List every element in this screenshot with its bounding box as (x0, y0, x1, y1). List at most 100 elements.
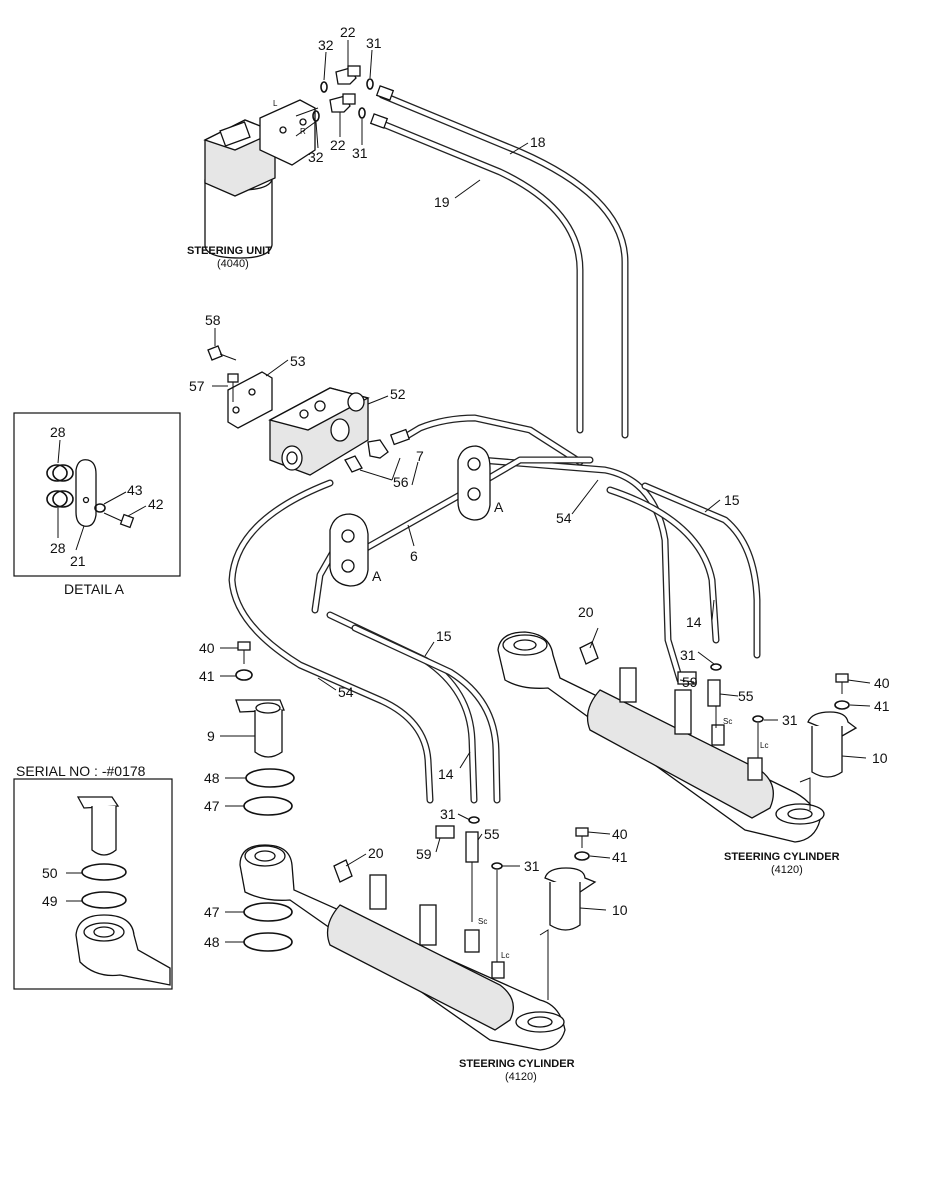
label-18: 18 (530, 134, 546, 150)
o-ring-31-lower-b (491, 862, 503, 870)
label-28-bottom: 28 (50, 540, 66, 556)
label-40-right: 40 (874, 675, 890, 691)
serial-no-box (13, 778, 173, 990)
port-l-label: L (273, 99, 278, 108)
cylinder-upper-title: STEERING CYLINDER (724, 851, 840, 863)
hose-14-upper (606, 486, 720, 644)
fitting-59-lower (435, 825, 455, 839)
label-31-lower-a: 31 (440, 806, 456, 822)
port-lc-lower: Lc (501, 951, 509, 960)
bracket-53 (227, 371, 273, 429)
o-ring-31-upper-a (710, 663, 722, 671)
label-59-upper: 59 (682, 674, 698, 690)
label-31-lower-b: 31 (524, 858, 540, 874)
port-r-label: R (300, 127, 306, 136)
label-10-upper: 10 (872, 750, 888, 766)
label-50: 50 (42, 865, 58, 881)
steering-unit-title: STEERING UNIT (187, 245, 272, 257)
label-48-upper: 48 (204, 770, 220, 786)
bolt-57 (227, 373, 239, 402)
o-ring-32-bottom (312, 110, 320, 122)
hose-7 (401, 414, 584, 466)
label-55-upper: 55 (738, 688, 754, 704)
label-31-top: 31 (366, 35, 382, 51)
port-sc-lower: Sc (478, 917, 487, 926)
o-ring-28-bottom (46, 490, 68, 508)
elbow-fitting-56 (344, 428, 411, 473)
elbow-fitting-22-top (335, 65, 361, 85)
label-59-lower: 59 (416, 846, 432, 862)
cylinder-lower-title: STEERING CYLINDER (459, 1058, 575, 1070)
label-31-upper-a: 31 (680, 647, 696, 663)
label-21: 21 (70, 553, 86, 569)
steering-unit (203, 99, 319, 259)
label-52: 52 (390, 386, 406, 402)
label-54-upper: 54 (556, 510, 572, 526)
serial-no-caption: SERIAL NO : -#0178 (16, 763, 146, 779)
hose-54-lower (228, 479, 434, 804)
label-32-bottom: 32 (308, 149, 324, 165)
label-22-bottom: 22 (330, 137, 346, 153)
label-6: 6 (410, 548, 418, 564)
fitting-20-upper (579, 641, 599, 665)
label-54-lower: 54 (338, 684, 354, 700)
o-ring-31-top (366, 78, 374, 90)
detail-a-box (13, 412, 181, 577)
steering-unit-code: (4040) (217, 258, 249, 270)
label-a-lower: A (372, 568, 382, 584)
label-14-upper: 14 (686, 614, 702, 630)
o-ring-31-lower-a (468, 816, 480, 824)
label-19: 19 (434, 194, 450, 210)
label-7: 7 (416, 448, 424, 464)
steering-cylinder-upper (497, 631, 825, 843)
label-56: 56 (393, 474, 409, 490)
washer-41-right (834, 700, 850, 710)
label-40-left: 40 (199, 640, 215, 656)
hose-54-upper (476, 456, 684, 684)
pin-10-lower (539, 867, 597, 1000)
hose-15-lower (351, 624, 501, 804)
o-ring-28-bottom-inner (52, 490, 74, 508)
label-20-lower: 20 (368, 845, 384, 861)
pin-9 (235, 699, 285, 758)
label-31-bottom: 31 (352, 145, 368, 161)
label-42: 42 (148, 496, 164, 512)
steering-cylinder-lower (239, 844, 566, 1051)
label-15-upper: 15 (724, 492, 740, 508)
pin-serial (76, 796, 120, 856)
cylinder-end-serial (75, 914, 171, 986)
label-41-right: 41 (874, 698, 890, 714)
bolt-58 (207, 345, 237, 361)
label-28-top: 28 (50, 424, 66, 440)
fitting-20-lower (333, 859, 353, 883)
label-48-lower: 48 (204, 934, 220, 950)
label-57: 57 (189, 378, 205, 394)
hose-15-upper (641, 482, 761, 659)
bolt-42 (103, 512, 135, 529)
cylinder-upper-code: (4120) (771, 864, 803, 876)
bolt-40-left (237, 641, 251, 664)
label-20-upper: 20 (578, 604, 594, 620)
cylinder-lower-code: (4120) (505, 1071, 537, 1083)
label-49: 49 (42, 893, 58, 909)
label-31-upper-b: 31 (782, 712, 798, 728)
shim-50 (81, 863, 127, 881)
detail-a-caption: DETAIL A (64, 581, 125, 597)
hose-clamp-a-upper (457, 445, 491, 521)
label-47-lower: 47 (204, 904, 220, 920)
label-41-lower: 41 (612, 849, 628, 865)
tee-55-lower (465, 831, 479, 863)
o-ring-28-top (46, 464, 68, 482)
label-10-lower: 10 (612, 902, 628, 918)
leader-lines (57, 40, 871, 943)
label-9: 9 (207, 728, 215, 744)
bolt-40-lower (575, 827, 589, 848)
elbow-fitting-22-bottom (329, 93, 356, 113)
label-40-lower: 40 (612, 826, 628, 842)
label-58: 58 (205, 312, 221, 328)
label-32-top: 32 (318, 37, 334, 53)
hose-clamp-a-lower (329, 513, 369, 587)
washer-41-left (235, 669, 253, 681)
bolt-40-right (835, 673, 849, 694)
